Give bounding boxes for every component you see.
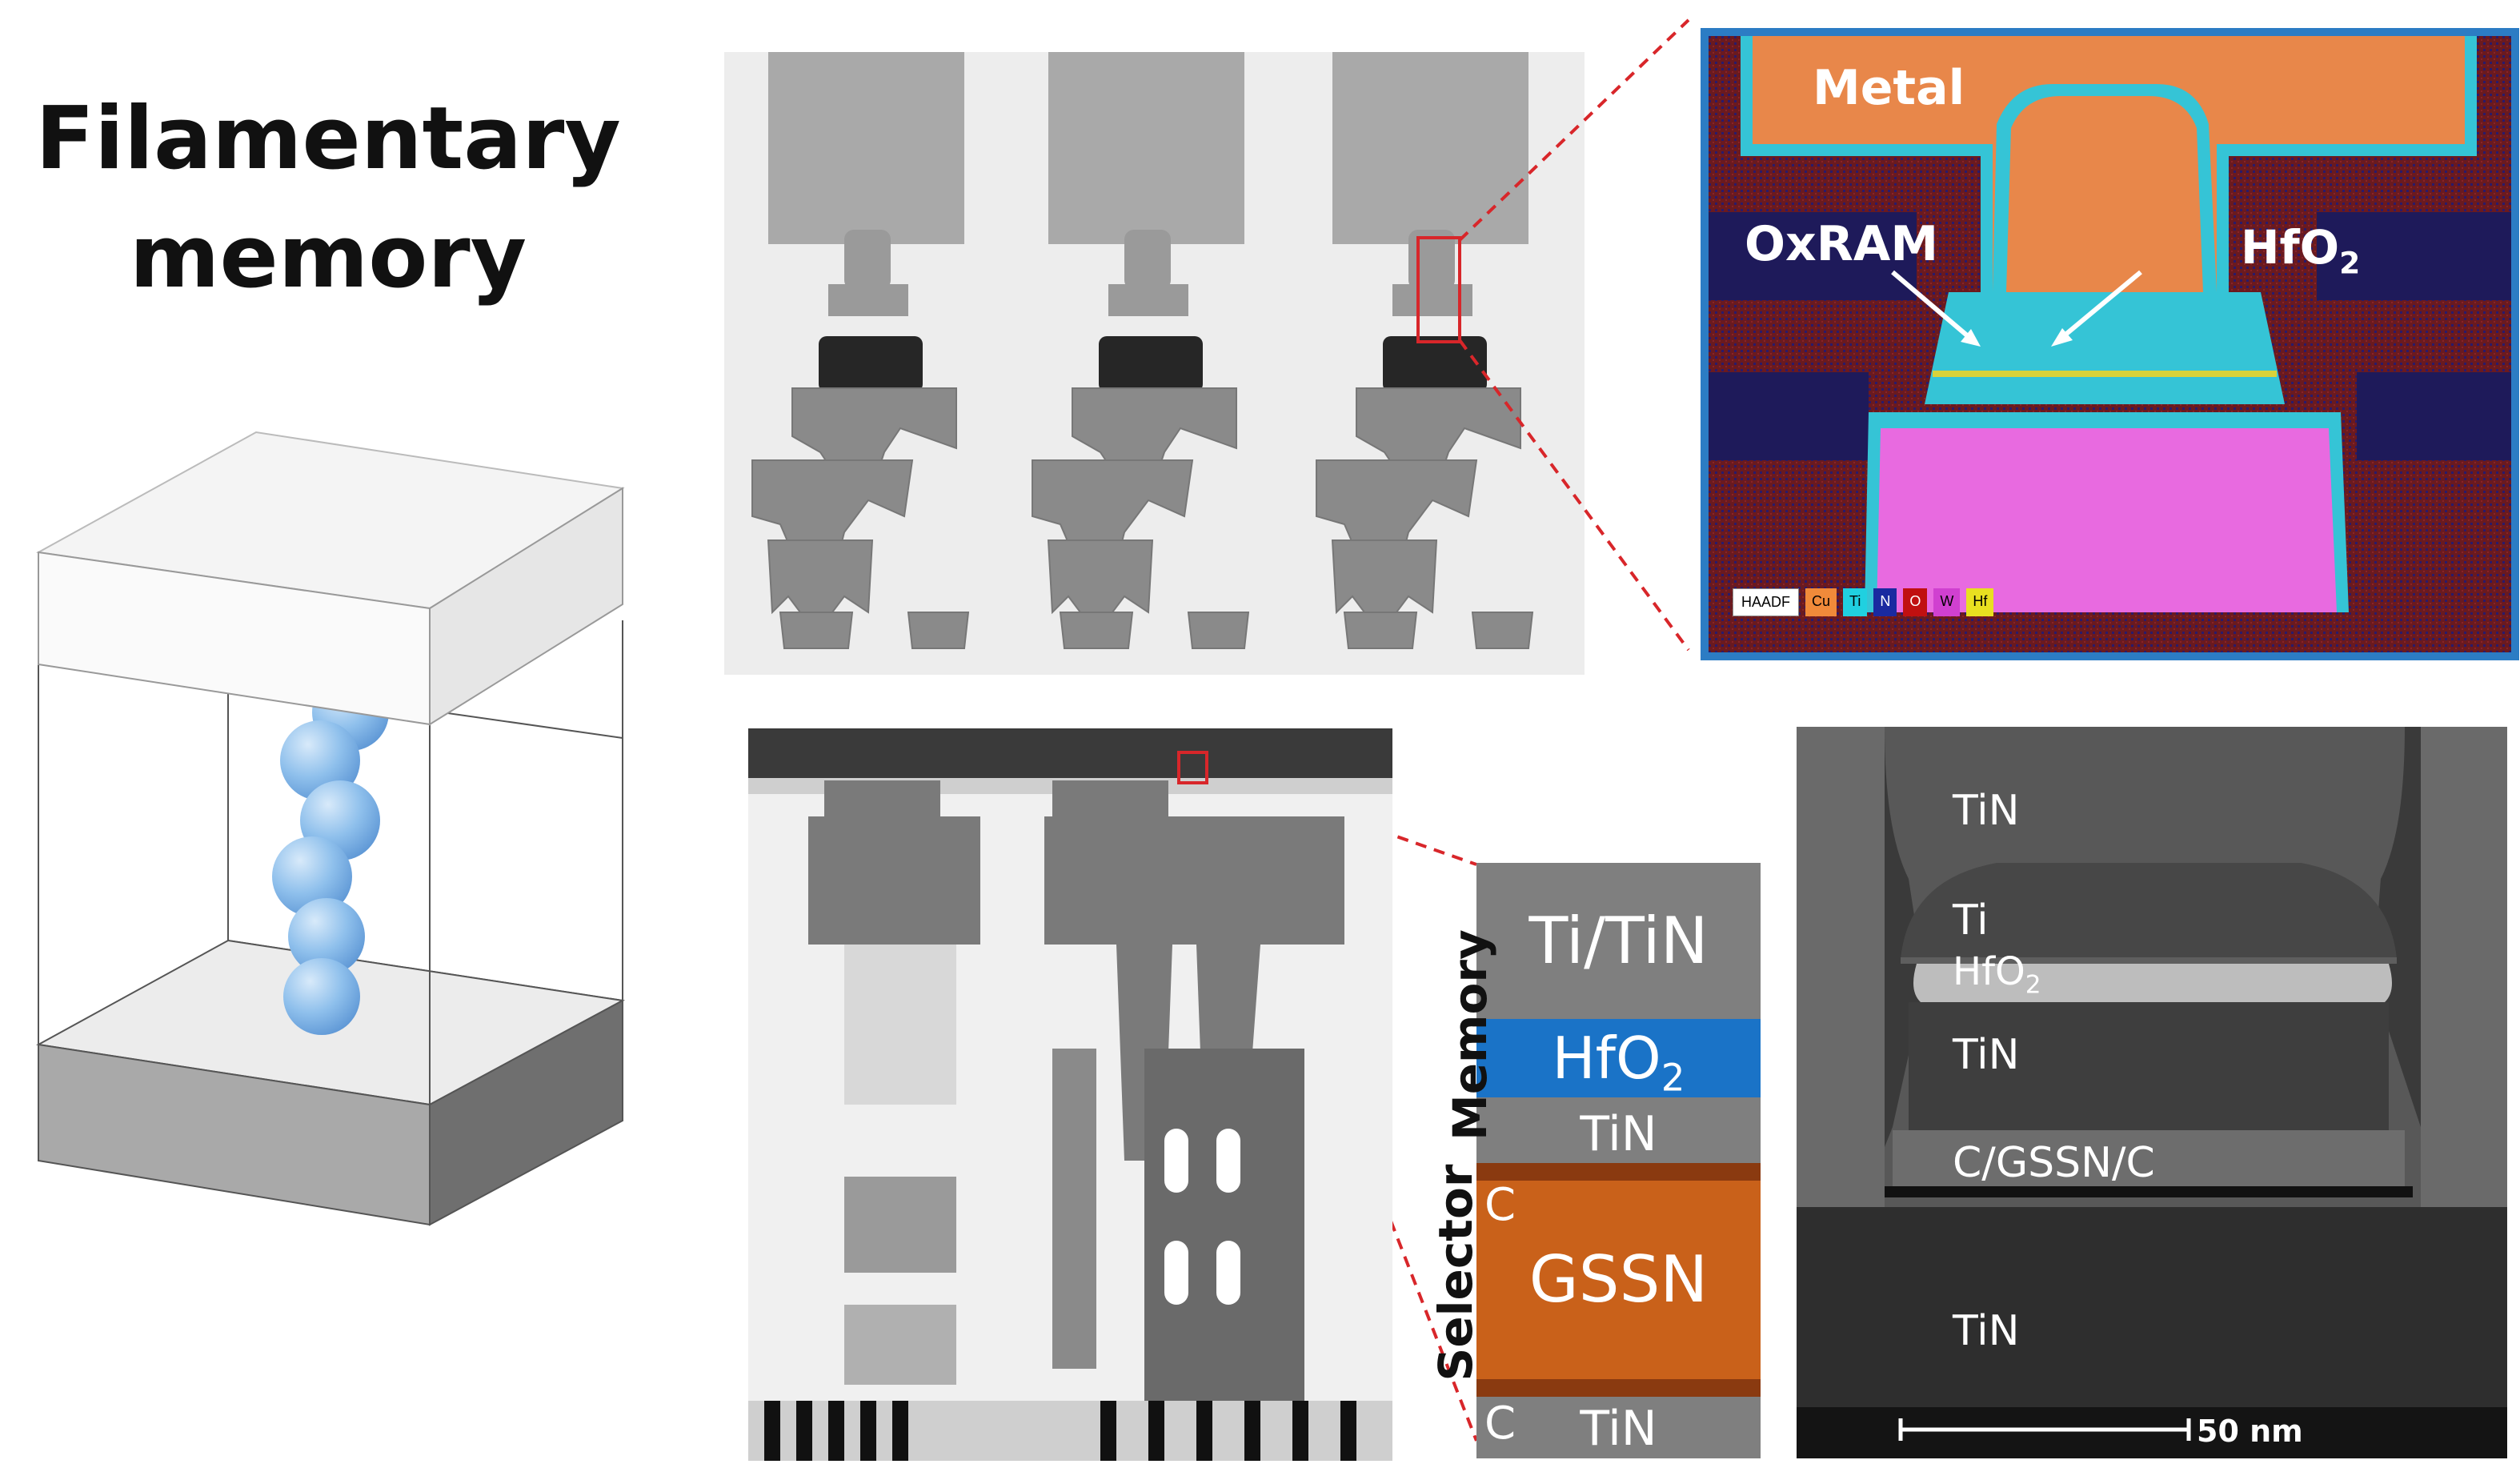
layer-hfo2: HfO2: [1476, 1019, 1761, 1100]
layer-ti-tin: Ti/TiN: [1476, 863, 1761, 1019]
legend-ti: Ti: [1843, 588, 1868, 616]
legend-cu: Cu: [1805, 588, 1837, 616]
legend-hf: Hf: [1966, 588, 1994, 616]
legend-n: N: [1873, 588, 1897, 616]
title-line-2: memory: [129, 207, 527, 307]
layer-gssn: GSSN: [1476, 1181, 1761, 1379]
hfo2-label: HfO2: [2241, 220, 2361, 281]
memory-label: Memory: [1443, 929, 1497, 1141]
oxram-label: OxRAM: [1745, 216, 1939, 272]
zoom-label-ti: Ti: [1953, 896, 1989, 945]
highlight-box: [1416, 236, 1461, 343]
c-label-top: C: [1484, 1179, 1516, 1231]
legend-haadf: HAADF: [1733, 588, 1800, 616]
selector-label: Selector: [1428, 1164, 1483, 1382]
eds-color-map: Metal OxRAM HfO2 HAADF Cu Ti N O W Hf: [1701, 28, 2519, 660]
layer-c-bottom: [1476, 1379, 1761, 1397]
legend-o: O: [1903, 588, 1928, 616]
zoom-label-tin-top: TiN: [1953, 787, 2020, 835]
scale-bar-label: 50 nm: [2197, 1414, 2303, 1449]
layer-tin-top: TiN: [1476, 1097, 1761, 1163]
tem-cross-section: [748, 728, 1392, 1461]
legend-w: W: [1933, 588, 1961, 616]
top-electrode: [35, 431, 625, 726]
zoom-label-hfo2: HfO2: [1953, 949, 2041, 1000]
layer-tin-bottom: TiN: [1476, 1397, 1761, 1458]
filament-cell-illustration: [35, 431, 626, 1226]
zoom-label-tin-mid: TiN: [1953, 1031, 2020, 1079]
layer-c-top: [1476, 1163, 1761, 1181]
zoom-label-c-gssn-c: C/GSSN/C: [1953, 1139, 2155, 1187]
eds-legend: HAADF Cu Ti N O W Hf: [1733, 588, 1994, 616]
layer-stack: Ti/TiN HfO2 TiN GSSN TiN C C: [1476, 863, 1761, 1458]
zoom-label-tin-bottom: TiN: [1953, 1307, 2020, 1355]
tem-zoom-image: TiN Ti HfO2 TiN C/GSSN/C TiN 50 nm: [1797, 727, 2507, 1458]
tem-image-array: [724, 52, 1585, 675]
c-label-bottom: C: [1484, 1398, 1516, 1450]
title-line-1: Filamentary: [35, 89, 621, 189]
metal-label: Metal: [1813, 60, 1965, 116]
page-title: Filamentary memory: [32, 80, 624, 317]
